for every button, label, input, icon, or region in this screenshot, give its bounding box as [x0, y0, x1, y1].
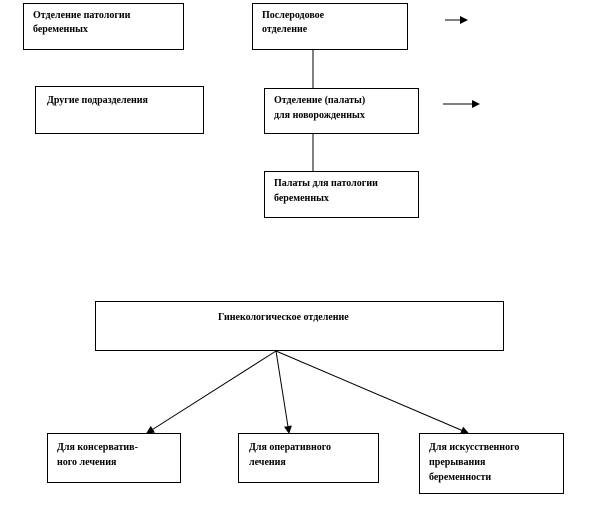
- abortion-line3: беременности: [429, 472, 492, 483]
- pathology-pregnant-dept-box: Отделение патологии беременных: [23, 3, 184, 50]
- surgical-treatment-box: Для оперативного лечения: [238, 433, 379, 483]
- pathology-pregnant-wards-line2: беременных: [274, 193, 329, 204]
- surgical-treatment-line2: лечения: [249, 457, 286, 468]
- abortion-line2: прерывания: [429, 457, 486, 468]
- postpartum-dept-line2: отделение: [262, 24, 308, 35]
- arrow-to-abortion: [275, 350, 469, 434]
- newborn-dept-box: Отделение (палаты) для новорожденных: [264, 88, 419, 134]
- other-departments-label: Другие подразделения: [47, 95, 148, 106]
- postpartum-dept-box: Послеродовое отделение: [252, 3, 408, 50]
- gynecology-dept-label: Гинекологическое отделение: [218, 312, 349, 323]
- surgical-treatment-line1: Для оперативного: [249, 442, 332, 453]
- pathology-pregnant-wards-box: Палаты для патологии беременных: [264, 171, 419, 218]
- pathology-pregnant-dept-line2: беременных: [33, 24, 88, 35]
- conservative-treatment-line1: Для консерватив-: [57, 442, 138, 453]
- pathology-pregnant-wards-line1: Палаты для патологии: [274, 178, 378, 189]
- other-departments-box: Другие подразделения: [35, 86, 204, 134]
- gynecology-dept-box: Гинекологическое отделение: [95, 301, 504, 351]
- arrow-to-conservative: [146, 350, 277, 434]
- postpartum-dept-line1: Послеродовое: [262, 10, 325, 21]
- newborn-dept-line1: Отделение (палаты): [274, 95, 366, 106]
- abortion-box: Для искусственного прерывания беременнос…: [419, 433, 564, 494]
- conservative-treatment-box: Для консерватив- ного лечения: [47, 433, 181, 483]
- arrow-to-surgical: [275, 350, 292, 434]
- newborn-dept-line2: для новорожденных: [274, 110, 365, 121]
- pathology-pregnant-dept-line1: Отделение патологии: [33, 10, 131, 21]
- abortion-line1: Для искусственного: [429, 442, 520, 453]
- conservative-treatment-line2: ного лечения: [57, 457, 117, 468]
